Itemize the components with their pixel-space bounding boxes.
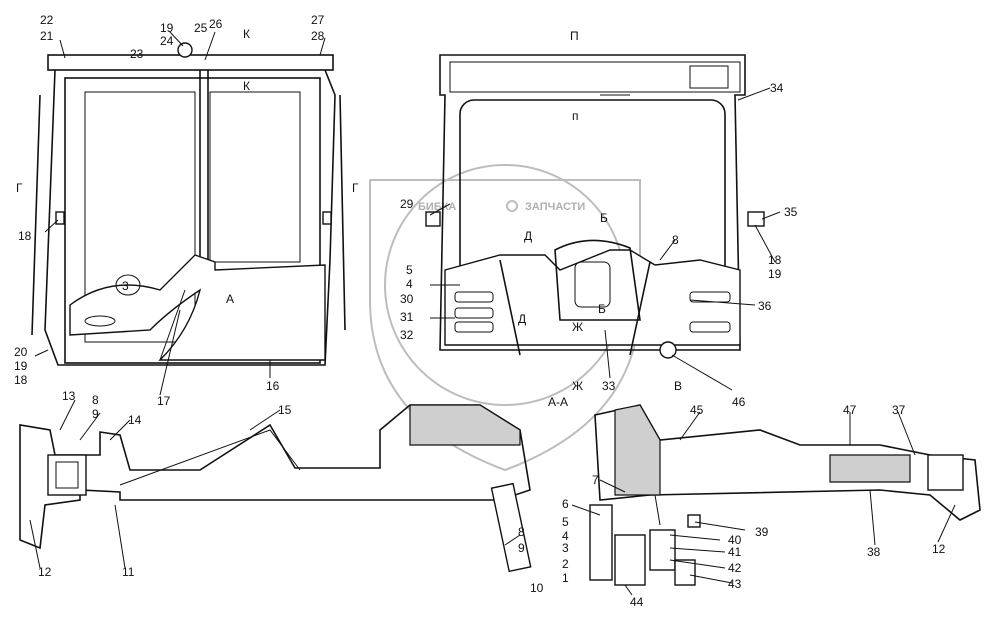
callout-37: 37 bbox=[892, 403, 906, 417]
callout-8: 8 bbox=[92, 393, 99, 407]
callout-18: 18 bbox=[768, 253, 782, 267]
callout-45: 45 bbox=[690, 403, 704, 417]
callout-4: 4 bbox=[562, 529, 569, 543]
callout-30: 30 bbox=[400, 292, 414, 306]
callout-3: 3 bbox=[562, 541, 569, 555]
section-mark-zh: Ж bbox=[572, 320, 583, 334]
callout-11: 11 bbox=[122, 565, 135, 579]
callout-12: 12 bbox=[38, 565, 52, 579]
callout-38: 38 bbox=[867, 545, 881, 559]
watermark-text-right: ЗАПЧАСТИ bbox=[525, 201, 585, 213]
callout-34: 34 bbox=[770, 81, 784, 95]
section-marks: К К Г Г А П п Б Б Д Д Ж Ж В А-А 3 bbox=[16, 27, 682, 409]
cab-rear-view bbox=[425, 54, 765, 359]
callout-13: 13 bbox=[62, 389, 76, 403]
section-mark-a: А bbox=[226, 292, 234, 306]
callout-46: 46 bbox=[732, 395, 746, 409]
watermark-emblem: БИБКА ЗАПЧАСТИ bbox=[369, 164, 641, 472]
callout-19: 19 bbox=[768, 267, 782, 281]
callout-18: 18 bbox=[18, 229, 32, 243]
callout-6: 6 bbox=[562, 497, 569, 511]
callout-5: 5 bbox=[406, 263, 413, 277]
callout-25: 25 bbox=[194, 21, 208, 35]
callout-18: 18 bbox=[14, 373, 28, 387]
callout-1: 1 bbox=[562, 571, 569, 585]
callout-2: 2 bbox=[562, 557, 569, 571]
callout-9: 9 bbox=[92, 407, 99, 421]
leader-lines bbox=[29, 31, 956, 596]
callout-33: 33 bbox=[602, 379, 616, 393]
section-mark-d: Д bbox=[518, 312, 526, 326]
callout-17: 17 bbox=[157, 394, 171, 408]
callout-8: 8 bbox=[518, 525, 525, 539]
callout-29: 29 bbox=[400, 197, 414, 211]
callout-43: 43 bbox=[728, 577, 742, 591]
callout-40: 40 bbox=[728, 533, 742, 547]
callout-numbers: 22 21 19 25 26 24 23 27 28 18 20 19 18 1… bbox=[14, 13, 946, 609]
section-title-a-a: А-А bbox=[548, 395, 568, 409]
callout-19: 19 bbox=[160, 21, 174, 35]
callout-8: 8 bbox=[672, 233, 679, 247]
section-mark-g-right: Г bbox=[352, 181, 359, 195]
section-view-right bbox=[589, 404, 981, 586]
callout-10: 10 bbox=[530, 581, 544, 595]
callout-15: 15 bbox=[278, 403, 292, 417]
callout-41: 41 bbox=[728, 545, 742, 559]
callout-4: 4 bbox=[406, 277, 413, 291]
section-mark-v: В bbox=[674, 379, 682, 393]
callout-39: 39 bbox=[755, 525, 769, 539]
cab-side-view bbox=[31, 42, 346, 366]
callout-14: 14 bbox=[128, 413, 142, 427]
callout-5: 5 bbox=[562, 515, 569, 529]
callout-26: 26 bbox=[209, 17, 223, 31]
callout-24: 24 bbox=[160, 34, 174, 48]
callout-42: 42 bbox=[728, 561, 742, 575]
callout-22: 22 bbox=[40, 13, 54, 27]
callout-9: 9 bbox=[518, 541, 525, 555]
section-mark-b-top: Б bbox=[600, 211, 608, 225]
callout-19: 19 bbox=[14, 359, 28, 373]
section-view-left bbox=[19, 404, 532, 573]
callout-35: 35 bbox=[784, 205, 798, 219]
section-mark-3: 3 bbox=[122, 279, 129, 293]
callout-16: 16 bbox=[266, 379, 280, 393]
section-mark-k: К bbox=[243, 79, 250, 93]
section-mark-p: п bbox=[572, 109, 579, 123]
callout-28: 28 bbox=[311, 29, 325, 43]
watermark-text-left: БИБКА bbox=[418, 201, 456, 213]
callout-47: 47 bbox=[843, 403, 857, 417]
callout-23: 23 bbox=[130, 47, 144, 61]
callout-21: 21 bbox=[40, 29, 54, 43]
callout-12: 12 bbox=[932, 542, 946, 556]
section-mark-d-top: Д bbox=[524, 229, 532, 243]
section-mark-g-left: Г bbox=[16, 181, 23, 195]
callout-7: 7 bbox=[592, 473, 599, 487]
callout-32: 32 bbox=[400, 328, 414, 342]
section-mark-k-top: К bbox=[243, 27, 250, 41]
section-mark-p-top: П bbox=[570, 29, 579, 43]
callout-36: 36 bbox=[758, 299, 772, 313]
section-mark-zh-bottom: Ж bbox=[572, 379, 583, 393]
section-mark-b: Б bbox=[598, 302, 606, 316]
callout-31: 31 bbox=[400, 310, 414, 324]
callout-44: 44 bbox=[630, 595, 644, 609]
callout-27: 27 bbox=[311, 13, 325, 27]
callout-20: 20 bbox=[14, 345, 28, 359]
